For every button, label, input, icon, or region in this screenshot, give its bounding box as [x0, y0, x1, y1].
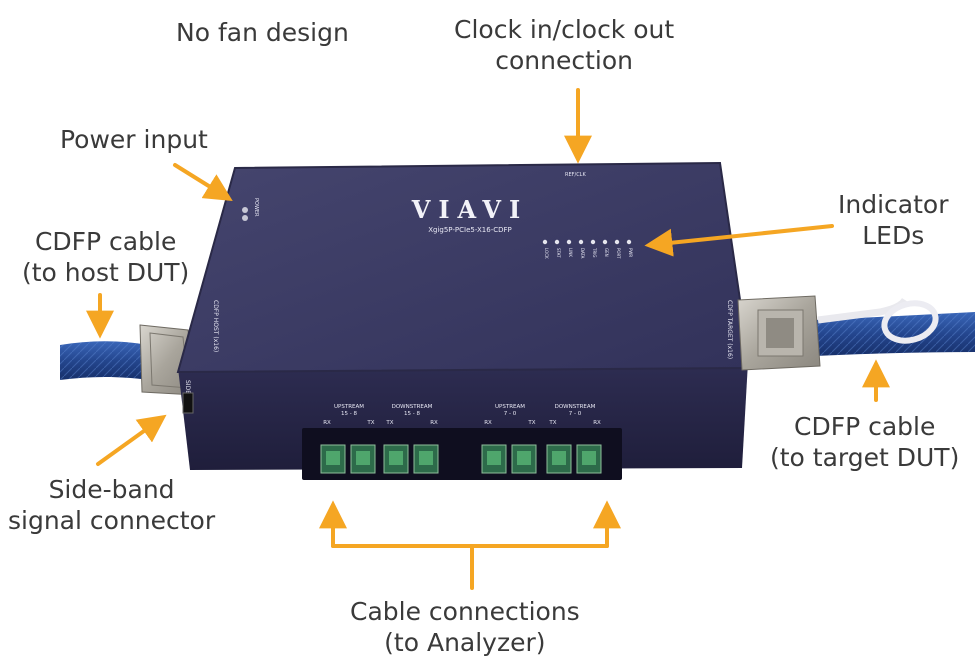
host-port-label: CDFP HOST (x16) [212, 300, 219, 352]
port-direction-label: TX [527, 420, 535, 426]
port-direction-label: RX [323, 420, 331, 426]
port-transceiver [419, 451, 433, 465]
port-transceiver [356, 451, 370, 465]
target-cable [815, 297, 975, 356]
port-transceiver [582, 451, 596, 465]
port-group-range: 15 - 8 [404, 411, 420, 417]
led-gen [602, 239, 608, 245]
led-label: LINK [568, 248, 573, 257]
led-label: LOCK [544, 248, 549, 259]
power-label: Power input [60, 125, 208, 154]
target-port-label: CDFP TARGET (x16) [726, 300, 733, 359]
indicator-arrow [644, 224, 834, 257]
side-band-connector [182, 392, 194, 414]
port-group-title: DOWNSTREAM [392, 404, 433, 410]
port-transceiver [389, 451, 403, 465]
no-fan-label: No fan design [176, 18, 349, 47]
clock-label: Clock in/clock out connection [454, 15, 675, 75]
led-label: GEN [604, 248, 609, 257]
analyzer-port[interactable] [413, 444, 439, 474]
power-arrow [173, 163, 233, 201]
led-link [566, 239, 572, 245]
model-label: Xgig5P-PCIe5-X16-CDFP [428, 226, 512, 234]
cable-connections-label: Cable connections (to Analyzer) [350, 597, 580, 657]
led-stat [554, 239, 560, 245]
port-group-title: UPSTREAM [334, 404, 364, 410]
port-direction-label: RX [593, 420, 601, 426]
port-group-title: UPSTREAM [495, 404, 525, 410]
port-group-title: DOWNSTREAM [555, 404, 596, 410]
analyzer-ports [320, 444, 602, 474]
port-direction-label: TX [366, 420, 374, 426]
target-cable-label: CDFP cable (to target DUT) [770, 412, 960, 472]
led-label: TRIG [592, 247, 597, 258]
sideband-label: Side-band signal connector [8, 475, 216, 535]
indicator-leds: LOCK STAT LINK DATA TRIG GEN PORT PWR [542, 239, 633, 259]
port-transceiver [326, 451, 340, 465]
host-cable-label: CDFP cable (to host DUT) [22, 227, 190, 287]
port-group-range: 15 - 8 [341, 411, 357, 417]
indicator-label: Indicator LEDs [838, 190, 949, 250]
host-cable [60, 341, 148, 380]
port-direction-label: TX [385, 420, 393, 426]
sideband-arrow [96, 414, 167, 466]
led-lock [542, 239, 548, 245]
port-transceiver [487, 451, 501, 465]
led-label: STAT [556, 248, 561, 258]
led-port [614, 239, 620, 245]
port-direction-label: RX [430, 420, 438, 426]
port-group-range: 7 - 0 [569, 411, 582, 417]
target-cdfp-plug [737, 295, 821, 371]
port-transceiver [517, 451, 531, 465]
brand-logo: VIAVI [411, 195, 529, 224]
callout-arrows [86, 88, 890, 590]
port-direction-label: RX [484, 420, 492, 426]
led-pwr [626, 239, 632, 245]
led-label: PWR [628, 248, 633, 257]
power-port-label: POWER [253, 198, 259, 217]
led-label: PORT [616, 248, 621, 259]
power-connector: POWER [242, 198, 259, 221]
port-group-range: 7 - 0 [504, 411, 517, 417]
led-data [578, 239, 584, 245]
led-label: DATA [580, 248, 585, 259]
port-bay [302, 428, 622, 480]
clock-port-label: REF/CLK [565, 172, 586, 178]
port-transceiver [552, 451, 566, 465]
port-direction-label: TX [548, 420, 556, 426]
led-trig [590, 239, 596, 245]
